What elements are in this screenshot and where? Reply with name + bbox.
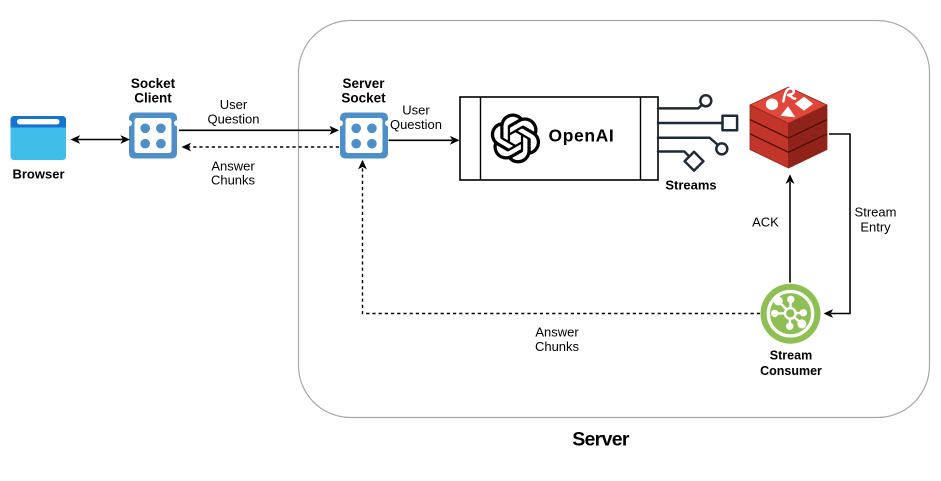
svg-text:Answer: Answer — [535, 325, 579, 340]
svg-text:Socket: Socket — [131, 76, 176, 91]
svg-text:Server: Server — [342, 76, 385, 91]
svg-text:OpenAI: OpenAI — [549, 125, 615, 145]
svg-text:Question: Question — [390, 117, 442, 132]
svg-text:Chunks: Chunks — [535, 339, 580, 354]
svg-text:Streams: Streams — [665, 178, 716, 193]
svg-text:ACK: ACK — [752, 215, 779, 230]
svg-text:Socket: Socket — [341, 91, 386, 106]
svg-text:Stream: Stream — [770, 349, 812, 363]
svg-text:Answer: Answer — [211, 158, 255, 173]
svg-text:Entry: Entry — [860, 219, 891, 234]
svg-text:Server: Server — [572, 429, 630, 451]
svg-text:Client: Client — [134, 91, 172, 106]
svg-text:Question: Question — [207, 112, 259, 127]
svg-text:Consumer: Consumer — [760, 364, 822, 378]
svg-text:Stream: Stream — [855, 205, 897, 220]
svg-text:Chunks: Chunks — [211, 173, 256, 188]
svg-text:Browser: Browser — [12, 167, 64, 182]
svg-text:User: User — [402, 103, 430, 118]
svg-text:User: User — [220, 97, 248, 112]
